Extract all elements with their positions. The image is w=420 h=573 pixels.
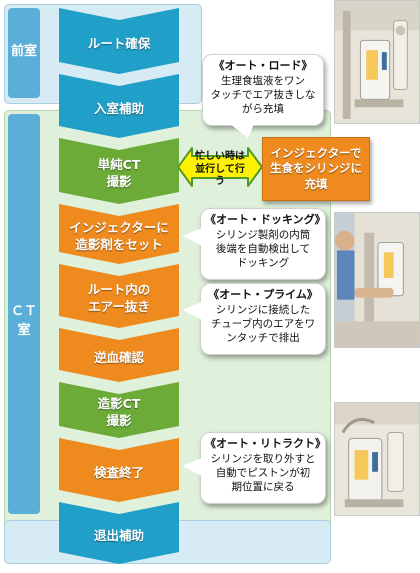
callout-auto-prime: 《オート・プライム》 シリンジに接続した チューブ内のエアをワ ンタッチで排出 <box>200 283 326 355</box>
room-label-ct: ＣＴ室 <box>10 304 37 338</box>
callout-pointer <box>182 228 202 246</box>
parallel-arrow <box>178 147 262 187</box>
step-label: ルート内の エアー抜き <box>87 282 151 314</box>
callout-title: 《オート・ドッキング》 <box>205 213 326 226</box>
step-label: 検査終了 <box>93 464 144 480</box>
injector-photo-3 <box>334 402 420 516</box>
step-label: ルート確保 <box>87 35 151 51</box>
callout-pointer <box>182 302 202 320</box>
callout-pointer <box>182 458 202 476</box>
callout-body: 生理食塩液をワン タッチでエア抜きしな がら充填 <box>210 74 316 116</box>
room-tab-front <box>8 8 40 98</box>
step-set-contrast: インジェクターに 造影剤をセット <box>59 204 179 264</box>
room-label-front: 前室 <box>10 44 37 59</box>
callout-auto-docking: 《オート・ドッキング》 シリンジ製剤の内筒 後端を自動検出して ドッキング <box>200 208 326 280</box>
callout-auto-load: 《オート・ロード》 生理食塩液をワン タッチでエア抜きしな がら充填 <box>202 54 324 126</box>
room-tab-ct <box>8 114 40 514</box>
parallel-arrow-label: 忙しい時は 並行して行う <box>195 151 245 187</box>
injector-photo-2 <box>334 212 420 348</box>
callout-body: シリンジに接続した チューブ内のエアをワ ンタッチで排出 <box>210 303 316 345</box>
callout-title: 《オート・プライム》 <box>208 288 318 301</box>
step-label: 逆血確認 <box>93 349 144 365</box>
injector-photo-1 <box>334 0 420 124</box>
callout-title: 《オート・リトラクト》 <box>205 437 326 450</box>
step-label: 造影CT 撮影 <box>97 396 141 428</box>
step-label: 単純CT 撮影 <box>97 157 141 189</box>
callout-body: シリンジ製剤の内筒 後端を自動検出して ドッキング <box>215 228 311 270</box>
callout-auto-retract: 《オート・リトラクト》 シリンジを取り外すと 自動でピストンが初 期位置に戻る <box>200 432 326 504</box>
parallel-task-label: インジェクターで 生食をシリンジに 充填 <box>270 145 362 191</box>
step-label: 退出補助 <box>93 527 144 543</box>
parallel-task-box: インジェクターで 生食をシリンジに 充填 <box>262 137 370 201</box>
step-label: 入室補助 <box>93 100 144 116</box>
step-label: インジェクターに 造影剤をセット <box>69 220 169 252</box>
step-contrast-ct: 造影CT 撮影 <box>59 382 179 438</box>
callout-title: 《オート・ロード》 <box>213 59 313 72</box>
callout-body: シリンジを取り外すと 自動でピストンが初 期位置に戻る <box>210 452 316 494</box>
callout-pointer <box>230 124 254 138</box>
